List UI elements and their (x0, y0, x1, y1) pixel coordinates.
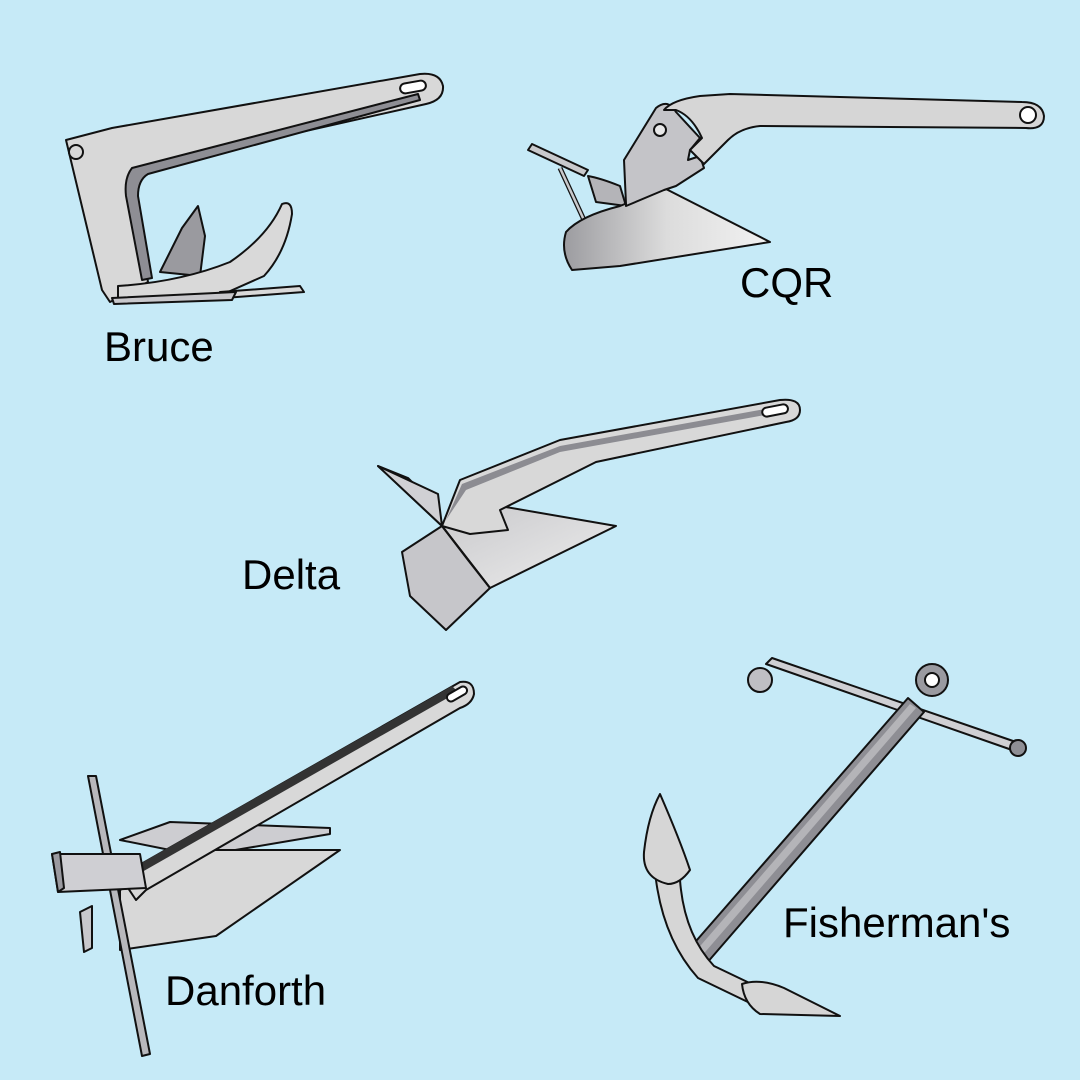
bruce-label: Bruce (104, 323, 214, 370)
cqr-label: CQR (740, 259, 834, 306)
fishermans-anchor-drawing (642, 657, 1027, 1017)
danforth-label: Danforth (165, 967, 327, 1014)
bruce-anchor-drawing (65, 72, 445, 305)
delta-label: Delta (242, 551, 341, 598)
danforth-anchor-drawing (51, 680, 475, 1057)
cqr-anchor-drawing (527, 93, 1045, 271)
fishermans-label: Fisherman's (783, 899, 1011, 946)
delta-anchor-drawing (377, 398, 801, 631)
